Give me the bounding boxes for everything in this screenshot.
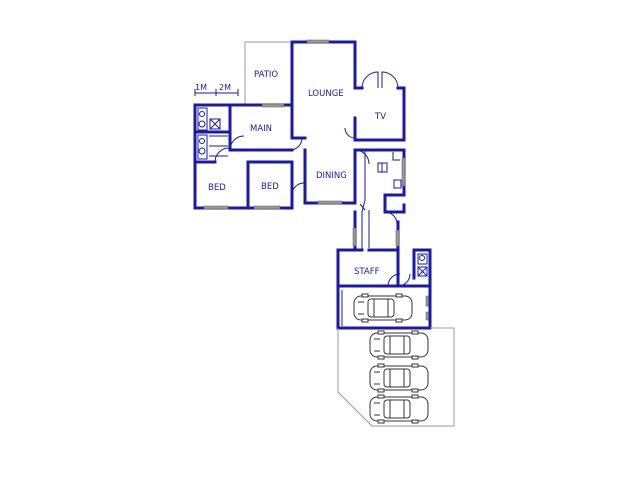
car-icons: [353, 293, 429, 424]
carport-outline: [337, 327, 455, 427]
room-label-bed-1: BED: [208, 183, 226, 193]
scale-label-2m: 2M: [219, 83, 231, 92]
garage: [336, 284, 432, 330]
room-label-patio: PATIO: [254, 70, 278, 80]
staff-quarters: [336, 248, 432, 288]
room-labels: PATIO LOUNGE TV MAIN DINING BED BED STAF…: [208, 70, 386, 277]
room-label-bed-2: BED: [261, 182, 279, 192]
door-swings: [214, 71, 411, 287]
windows: [203, 39, 430, 321]
room-label-dining: DINING: [316, 171, 347, 181]
scale-bar: 1M 2M: [194, 83, 239, 96]
room-label-main: MAIN: [250, 124, 272, 134]
room-label-lounge: LOUNGE: [308, 89, 344, 99]
car-icon: [369, 363, 429, 393]
bathroom-fixtures: [197, 107, 228, 160]
kitchen-fixtures: [359, 150, 402, 250]
car-icon: [369, 330, 429, 360]
room-label-staff: STAFF: [354, 267, 380, 277]
scale-label-1m: 1M: [195, 83, 207, 92]
car-icon: [353, 293, 413, 323]
room-label-tv: TV: [374, 112, 386, 122]
car-icon: [369, 394, 429, 424]
